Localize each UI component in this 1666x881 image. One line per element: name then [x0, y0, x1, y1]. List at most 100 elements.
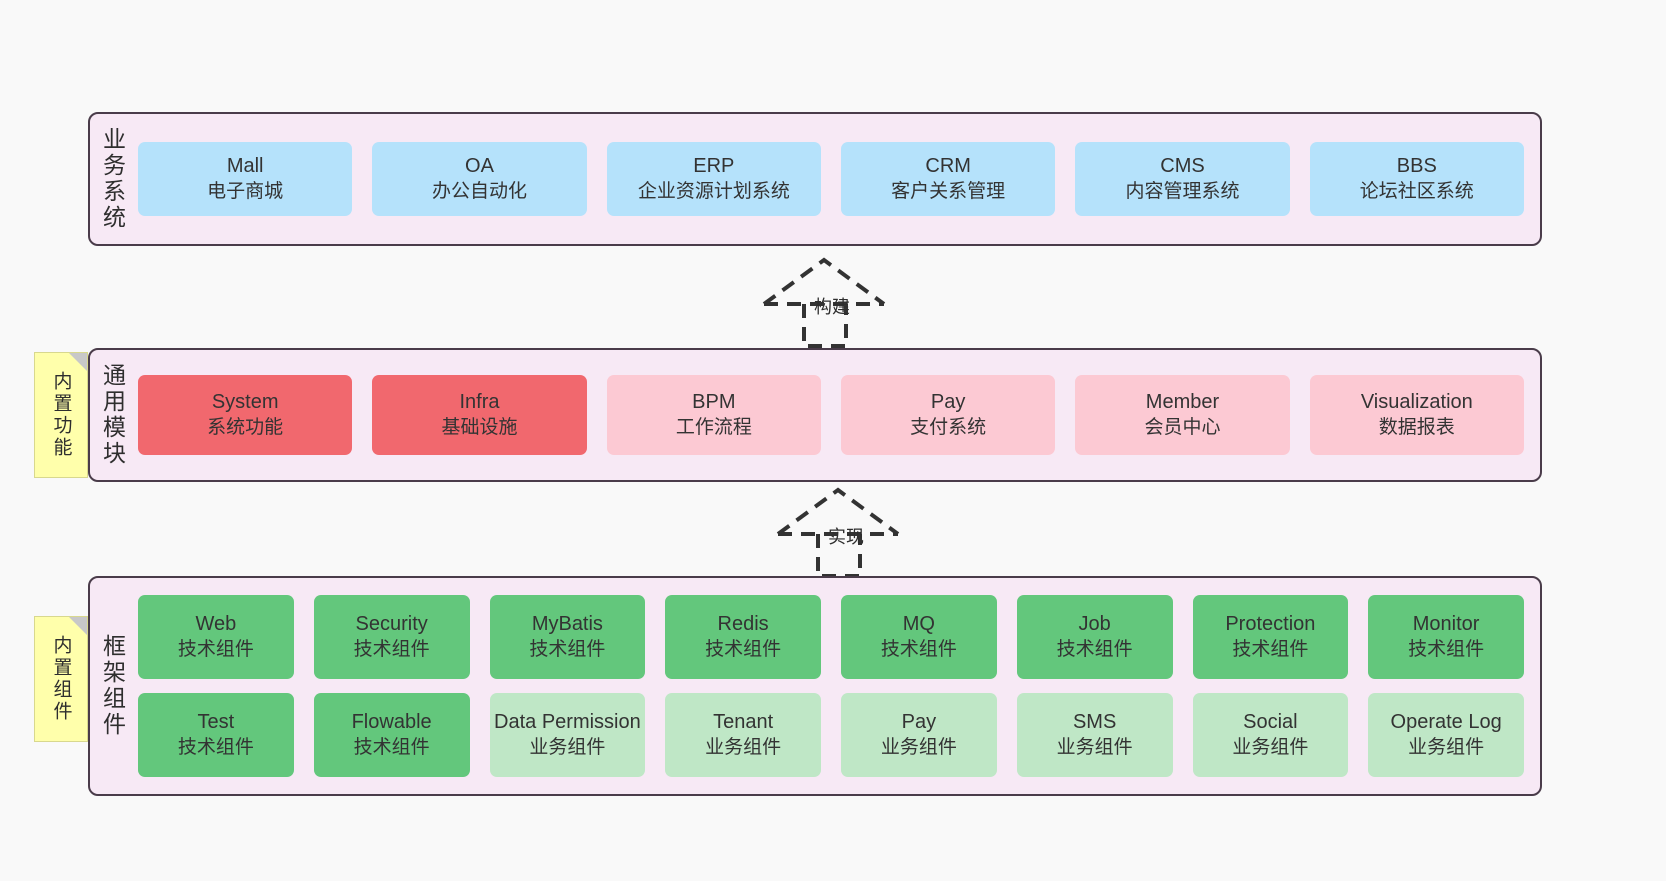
card-title: Member: [1145, 391, 1220, 414]
card-job[interactable]: Job 技术组件: [1016, 595, 1173, 679]
card-member[interactable]: Member 会员中心: [1075, 375, 1290, 455]
card-title: Test: [197, 711, 235, 734]
card-title: BPM: [692, 391, 736, 414]
card-title: Pay: [930, 391, 966, 414]
cards-wrap-framework: Web 技术组件 Security 技术组件 MyBatis 技术组件 Redi…: [134, 578, 1540, 794]
cards-wrap-business: Mall 电子商城 OA 办公自动化 ERP 企业资源计划系统 CRM 客户关系…: [134, 114, 1540, 244]
card-pay-module[interactable]: Pay 支付系统: [840, 375, 1056, 455]
card-test[interactable]: Test 技术组件: [138, 693, 294, 777]
card-subtitle: 技术组件: [353, 638, 430, 660]
card-subtitle: 基础设施: [441, 416, 518, 438]
card-subtitle: 技术组件: [177, 638, 254, 660]
card-title: Flowable: [351, 711, 432, 734]
generalization-arrow-icon: [776, 487, 900, 578]
card-social[interactable]: Social 业务组件: [1192, 693, 1349, 777]
layer-business-systems: 业务系统 Mall 电子商城 OA 办公自动化 ERP 企业资源计划系统 CRM…: [88, 112, 1542, 246]
card-infra[interactable]: Infra 基础设施: [372, 375, 587, 455]
card-subtitle: 业务组件: [529, 736, 606, 758]
card-subtitle: 办公自动化: [431, 180, 527, 202]
card-subtitle: 内容管理系统: [1125, 180, 1240, 202]
card-subtitle: 电子商城: [207, 180, 284, 202]
card-data-permission[interactable]: Data Permission 业务组件: [489, 693, 646, 777]
layer-label-business: 业务系统: [99, 127, 126, 231]
card-title: Infra: [459, 391, 500, 414]
card-title: MyBatis: [531, 613, 603, 636]
card-operate-log[interactable]: Operate Log 业务组件: [1368, 693, 1524, 777]
card-title: SMS: [1072, 711, 1117, 734]
card-title: CMS: [1160, 155, 1205, 178]
card-subtitle: 技术组件: [177, 736, 254, 758]
card-title: Protection: [1225, 613, 1316, 636]
card-subtitle: 业务组件: [1408, 736, 1485, 758]
card-mybatis[interactable]: MyBatis 技术组件: [489, 595, 646, 679]
cards-wrap-modules: System 系统功能 Infra 基础设施 BPM 工作流程 Pay 支付系统…: [134, 350, 1540, 480]
card-title: ERP: [693, 155, 735, 178]
layer-general-modules: 通用模块 System 系统功能 Infra 基础设施 BPM 工作流程 Pay…: [88, 348, 1542, 482]
card-monitor[interactable]: Monitor 技术组件: [1368, 595, 1524, 679]
card-row: Test 技术组件 Flowable 技术组件 Data Permission …: [138, 693, 1524, 777]
card-mq[interactable]: MQ 技术组件: [841, 595, 997, 679]
card-subtitle: 会员中心: [1144, 416, 1221, 438]
card-subtitle: 客户关系管理: [891, 180, 1006, 202]
card-subtitle: 业务组件: [1232, 736, 1309, 758]
card-erp[interactable]: ERP 企业资源计划系统: [606, 142, 821, 216]
card-subtitle: 技术组件: [1056, 638, 1133, 660]
card-mall[interactable]: Mall 电子商城: [138, 142, 353, 216]
card-subtitle: 业务组件: [880, 736, 957, 758]
layer-label-framework: 框架组件: [99, 634, 126, 738]
card-protection[interactable]: Protection 技术组件: [1192, 595, 1349, 679]
card-title: System: [211, 391, 279, 414]
card-system[interactable]: System 系统功能: [138, 375, 353, 455]
card-title: Data Permission: [494, 711, 641, 734]
connector-label-build: 构建: [814, 297, 850, 317]
card-title: BBS: [1396, 155, 1437, 178]
card-subtitle: 系统功能: [207, 416, 284, 438]
card-subtitle: 技术组件: [705, 638, 782, 660]
card-subtitle: 企业资源计划系统: [637, 180, 790, 202]
card-web[interactable]: Web 技术组件: [138, 595, 294, 679]
card-cms[interactable]: CMS 内容管理系统: [1075, 142, 1290, 216]
card-title: Pay: [901, 711, 937, 734]
card-visualization[interactable]: Visualization 数据报表: [1309, 375, 1524, 455]
card-tenant[interactable]: Tenant 业务组件: [665, 693, 821, 777]
card-title: Redis: [717, 613, 769, 636]
card-oa[interactable]: OA 办公自动化: [372, 142, 587, 216]
card-subtitle: 技术组件: [1408, 638, 1485, 660]
layer-framework-components: 框架组件 Web 技术组件 Security 技术组件 MyBatis 技术组件…: [88, 576, 1542, 796]
card-title: Monitor: [1412, 613, 1480, 636]
card-bpm[interactable]: BPM 工作流程: [606, 375, 821, 455]
card-subtitle: 技术组件: [880, 638, 957, 660]
card-title: Mall: [226, 155, 264, 178]
card-title: Social: [1243, 711, 1298, 734]
card-security[interactable]: Security 技术组件: [313, 595, 470, 679]
card-redis[interactable]: Redis 技术组件: [665, 595, 821, 679]
card-subtitle: 工作流程: [675, 416, 752, 438]
card-title: OA: [465, 155, 494, 178]
card-subtitle: 技术组件: [353, 736, 430, 758]
note-tag-builtin-features: 内置功能: [34, 352, 88, 478]
card-title: Tenant: [713, 711, 774, 734]
card-title: Operate Log: [1390, 711, 1502, 734]
card-row: Mall 电子商城 OA 办公自动化 ERP 企业资源计划系统 CRM 客户关系…: [138, 142, 1524, 216]
connector-label-implement: 实现: [828, 527, 864, 547]
card-bbs[interactable]: BBS 论坛社区系统: [1309, 142, 1524, 216]
note-tag-builtin-components: 内置组件: [34, 616, 88, 742]
card-row: System 系统功能 Infra 基础设施 BPM 工作流程 Pay 支付系统…: [138, 375, 1524, 455]
card-pay-component[interactable]: Pay 业务组件: [841, 693, 997, 777]
card-crm[interactable]: CRM 客户关系管理: [840, 142, 1056, 216]
card-title: Web: [195, 613, 237, 636]
generalization-arrow-icon: [762, 257, 886, 348]
card-subtitle: 数据报表: [1378, 416, 1455, 438]
card-title: Visualization: [1360, 391, 1473, 414]
card-subtitle: 业务组件: [705, 736, 782, 758]
card-subtitle: 支付系统: [910, 416, 987, 438]
connector-implement: 实现: [756, 482, 936, 578]
card-sms[interactable]: SMS 业务组件: [1016, 693, 1173, 777]
card-row: Web 技术组件 Security 技术组件 MyBatis 技术组件 Redi…: [138, 595, 1524, 679]
card-subtitle: 论坛社区系统: [1359, 180, 1474, 202]
connector-build: 构建: [742, 252, 922, 348]
card-title: Job: [1078, 613, 1111, 636]
card-title: CRM: [925, 155, 971, 178]
card-flowable[interactable]: Flowable 技术组件: [313, 693, 470, 777]
